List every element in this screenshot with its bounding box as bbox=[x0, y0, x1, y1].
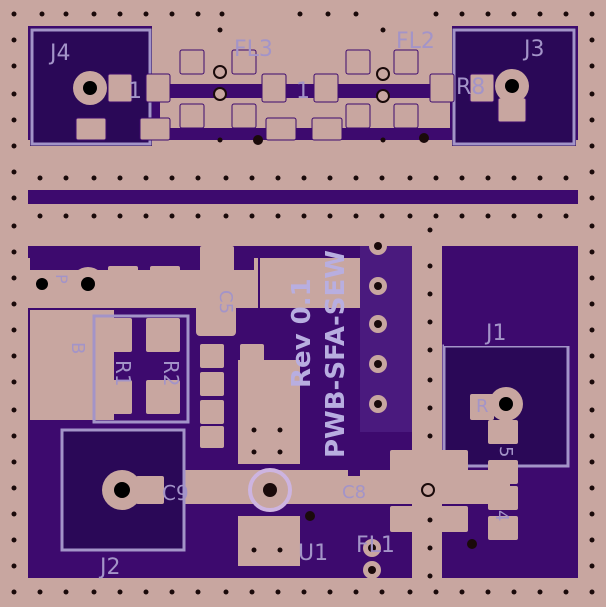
label-r8: R8 bbox=[456, 75, 485, 100]
label-fl1: FL1 bbox=[356, 533, 395, 558]
label-c9: C9 bbox=[162, 481, 189, 505]
label-r1: R1 bbox=[111, 360, 135, 387]
label-fl2: FL2 bbox=[396, 29, 435, 54]
j4-connector bbox=[73, 71, 107, 105]
r1-r2-outline bbox=[92, 314, 190, 424]
label-frag-1b: 1 bbox=[296, 79, 310, 104]
label-frag-p: P bbox=[52, 274, 71, 284]
left-connector bbox=[30, 267, 105, 301]
header-pins bbox=[363, 237, 387, 579]
label-u1: U1 bbox=[298, 541, 328, 566]
j3-connector bbox=[495, 69, 529, 103]
label-j4: J4 bbox=[48, 41, 71, 66]
label-r2: R2 bbox=[159, 360, 183, 387]
top-filter-vias bbox=[213, 65, 390, 103]
bottom-filter-via bbox=[421, 483, 435, 497]
label-fl3: FL3 bbox=[234, 37, 273, 62]
u1-ring bbox=[248, 468, 292, 512]
label-frag-b: B bbox=[67, 342, 88, 354]
left-pads bbox=[56, 246, 264, 448]
board-name: PWB-SFA-SEW bbox=[321, 250, 351, 458]
label-frag-1a: 1 bbox=[128, 79, 142, 104]
j1-connector bbox=[489, 387, 523, 421]
j2-connector bbox=[102, 470, 142, 510]
label-j1: J1 bbox=[484, 321, 507, 346]
label-frag-r: R bbox=[476, 396, 489, 417]
label-c8: C8 bbox=[342, 482, 366, 503]
bottom-pads bbox=[136, 394, 518, 540]
top-pads bbox=[75, 49, 527, 141]
label-c5: C5 bbox=[215, 290, 236, 314]
board-rev: Rev 0.1 bbox=[287, 278, 317, 388]
divider-mask bbox=[28, 190, 578, 204]
stitching-vias bbox=[11, 11, 595, 595]
mask-strip bbox=[30, 254, 254, 270]
label-j3: J3 bbox=[522, 37, 545, 62]
j1-area bbox=[444, 246, 576, 346]
label-j2: J2 bbox=[98, 555, 121, 580]
label-frag-4: 4 bbox=[491, 510, 512, 521]
r1-r2-pads bbox=[98, 318, 180, 414]
label-frag-5: 5 bbox=[495, 446, 516, 457]
